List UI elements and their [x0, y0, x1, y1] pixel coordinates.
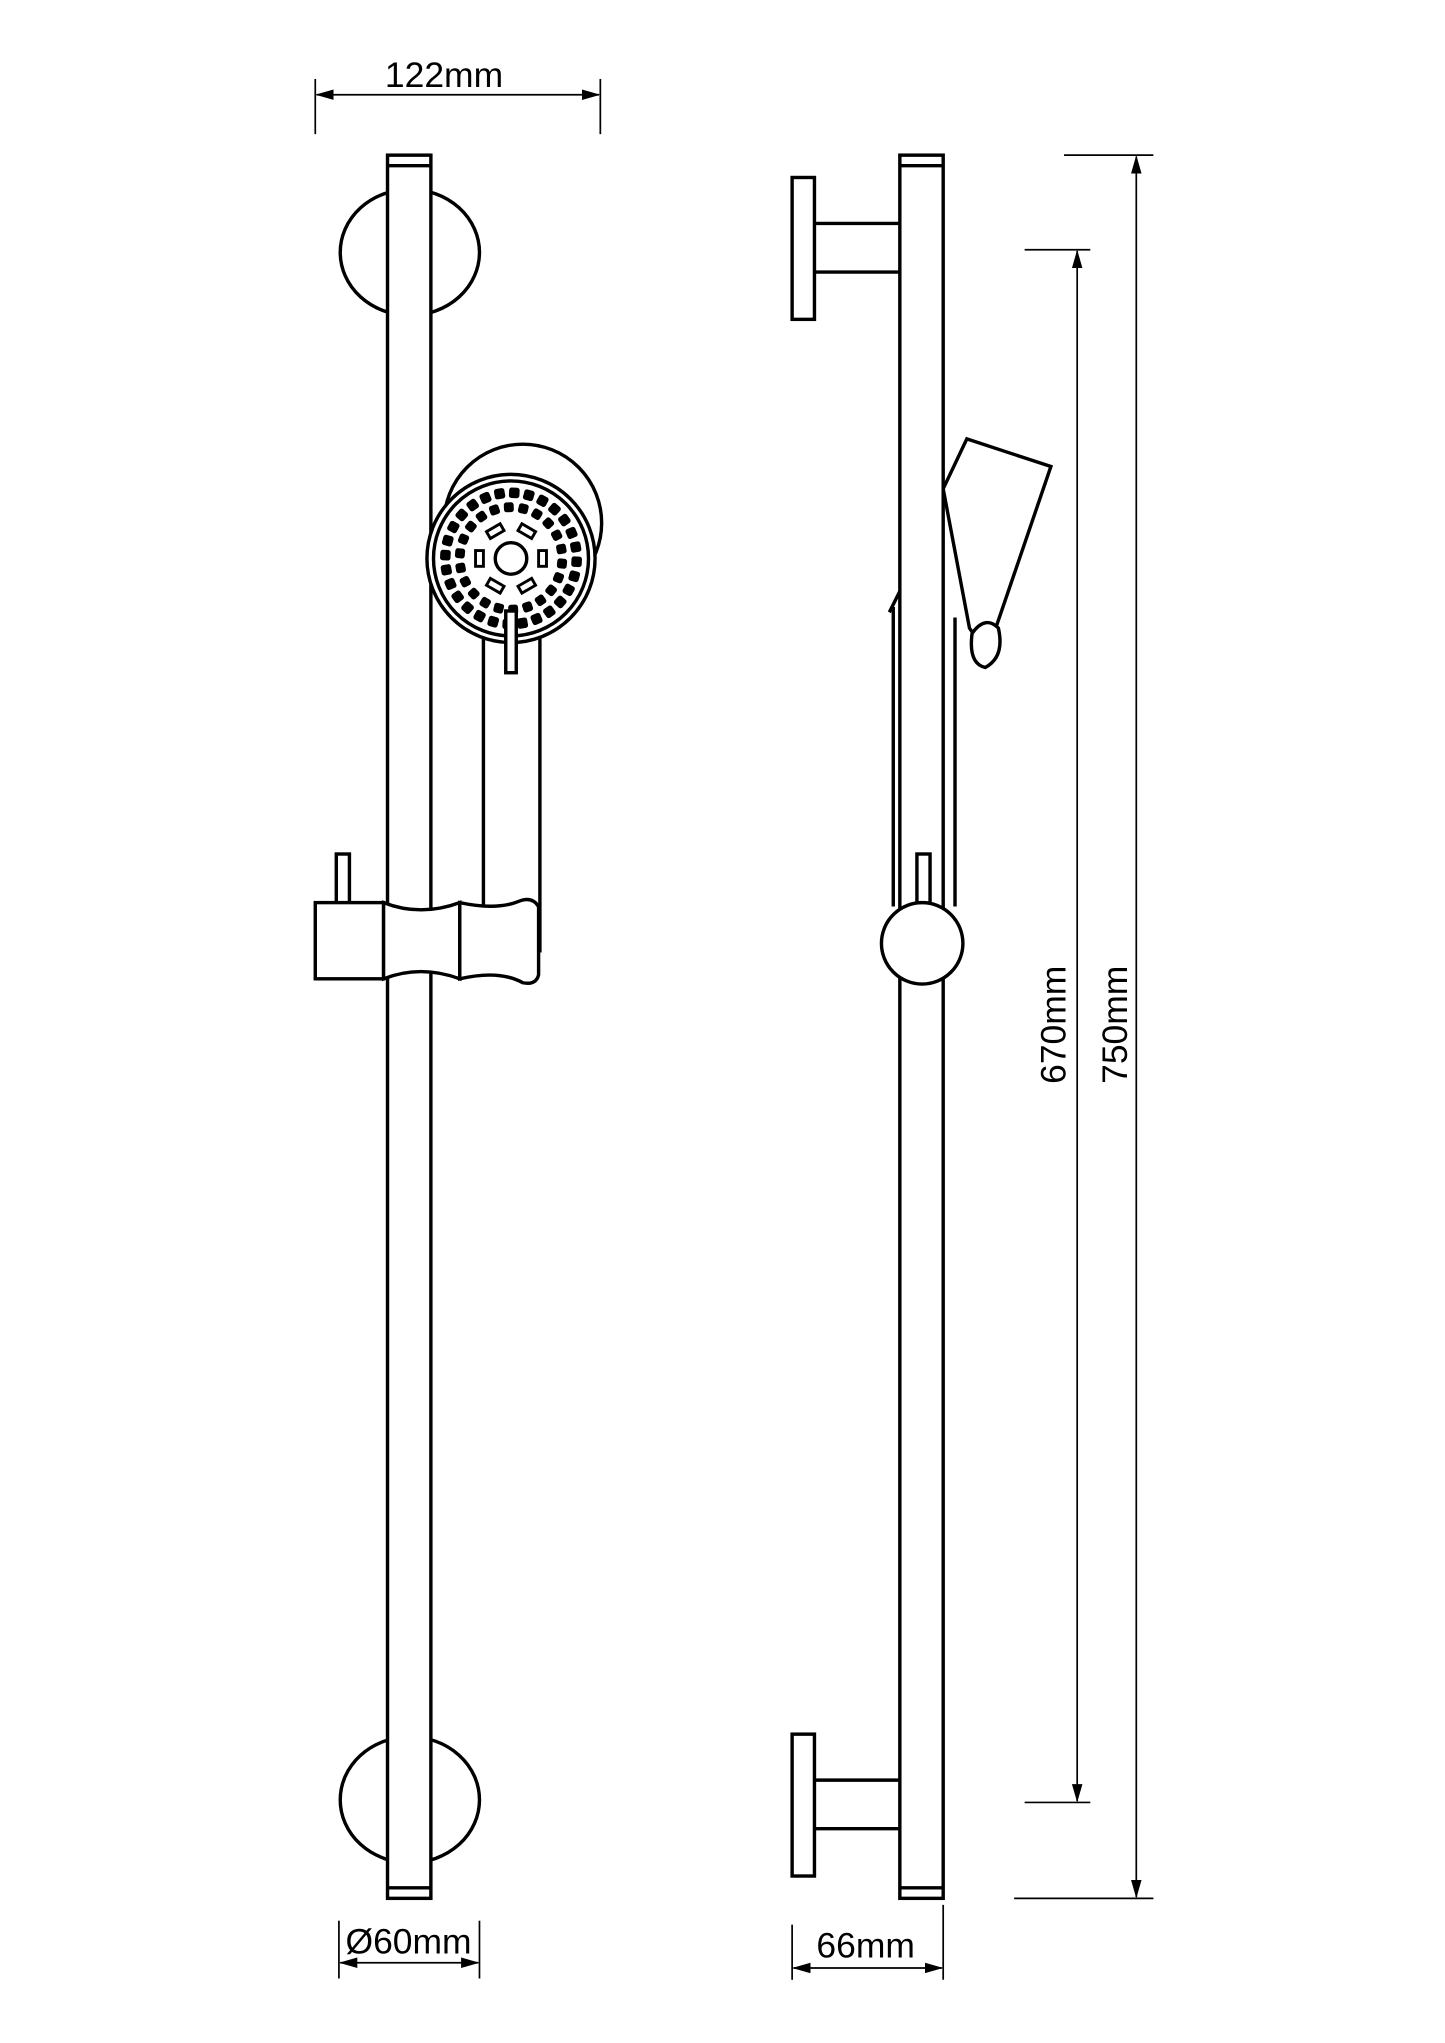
nozzle: [516, 617, 529, 629]
inner-jet: [484, 576, 507, 596]
nozzle: [455, 508, 469, 522]
bottom-wall-plate: [790, 1732, 817, 1878]
nozzle: [542, 517, 555, 530]
shower-head-holder: [941, 436, 1054, 670]
nozzle: [558, 513, 571, 527]
nozzle: [461, 601, 474, 615]
rail-side: [898, 153, 945, 1901]
inner-jet: [474, 549, 485, 568]
inner-jet: [515, 521, 538, 541]
nozzle: [570, 541, 582, 553]
nozzle: [479, 491, 492, 504]
nozzle: [571, 556, 582, 568]
inner-jet: [515, 576, 538, 596]
nozzle: [493, 602, 505, 614]
projection-dimension: 66mm: [791, 1904, 945, 1980]
nozzle: [473, 609, 486, 623]
nozzle: [447, 520, 460, 534]
total-height-dimension: 750mm: [1014, 154, 1154, 1900]
slider-side: [879, 852, 965, 986]
nozzle: [552, 572, 565, 584]
nozzle: [556, 543, 567, 555]
nozzle: [479, 596, 491, 609]
width-dimension: 122mm: [314, 55, 602, 135]
nozzle: [440, 549, 451, 561]
nozzle: [517, 503, 529, 515]
nozzle: [536, 494, 549, 507]
nozzle: [553, 595, 567, 609]
nozzle: [508, 487, 520, 499]
nozzle: [568, 570, 581, 583]
nozzle: [466, 498, 479, 512]
flange-diameter-dimension: Ø60mm: [338, 1920, 481, 1979]
nozzle: [556, 558, 568, 569]
width-label: 122mm: [385, 55, 503, 95]
nozzle: [441, 534, 454, 547]
nozzle: [534, 594, 547, 607]
shower-head-face: [425, 472, 597, 675]
nozzle: [503, 502, 514, 513]
nozzle: [454, 548, 466, 559]
nozzle: [444, 577, 457, 591]
nozzle: [522, 489, 535, 502]
projection-label: 66mm: [816, 1925, 915, 1965]
nozzle: [440, 564, 452, 576]
nozzle: [550, 529, 563, 541]
top-wall-plate: [790, 175, 817, 322]
nozzle: [565, 526, 578, 540]
nozzle: [493, 488, 506, 500]
nozzle: [531, 508, 543, 520]
nozzle: [562, 583, 575, 597]
nozzle: [521, 601, 534, 613]
nozzle: [545, 584, 557, 597]
nozzle: [467, 587, 480, 600]
nozzle: [451, 590, 464, 604]
fixing-centres-label: 670mm: [1033, 966, 1073, 1084]
nozzle: [488, 504, 501, 516]
nozzle: [459, 575, 472, 588]
rail-front: [385, 153, 433, 1901]
fixing-centres-dimension: 670mm: [1024, 248, 1091, 1804]
nozzle: [487, 615, 500, 628]
nozzle: [543, 605, 556, 619]
side-view: 66mm 670mm 750mm: [790, 153, 1154, 1980]
total-height-label: 750mm: [1095, 966, 1135, 1084]
nozzle: [475, 510, 488, 523]
inner-jet: [537, 549, 548, 568]
slider-front: [313, 852, 541, 985]
inner-jet: [484, 521, 507, 541]
nozzle: [548, 502, 561, 516]
front-view: 122mm Ø60mm: [313, 55, 604, 1979]
nozzle: [457, 533, 470, 545]
nozzle: [530, 612, 543, 626]
nozzle: [455, 562, 466, 574]
nozzle: [465, 520, 477, 533]
flange-diameter-label: Ø60mm: [346, 1922, 472, 1962]
